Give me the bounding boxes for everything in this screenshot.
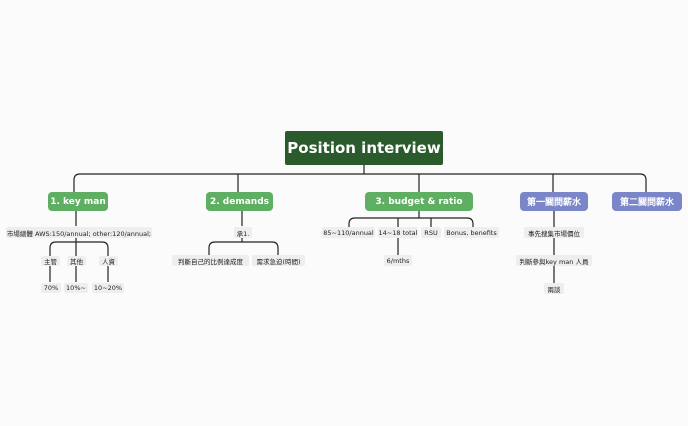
keyman-sub-value[interactable]: 10%~: [64, 283, 88, 293]
keyman-sub-label[interactable]: 其他: [67, 256, 86, 266]
demands-sub[interactable]: 需求急迫(時間): [252, 255, 305, 266]
topic-salary-second[interactable]: 第二關問薪水: [612, 192, 682, 211]
salary1-child[interactable]: 兩談: [544, 283, 564, 294]
budget-child[interactable]: 14~18 total: [378, 227, 418, 238]
keyman-market-overall[interactable]: 市場總體 AWS:150/annual; other:120/annual;: [6, 227, 152, 238]
budget-total-months[interactable]: 6/mths: [384, 255, 412, 266]
keyman-sub-value[interactable]: 10~20%: [92, 283, 124, 293]
topic-budget-ratio[interactable]: 3. budget & ratio: [365, 192, 473, 211]
salary1-child[interactable]: 判斷參與key man 人員: [516, 255, 592, 266]
budget-child[interactable]: RSU: [421, 227, 441, 238]
topic-key-man[interactable]: 1. key man: [48, 192, 108, 211]
root-node[interactable]: Position interview: [285, 131, 443, 165]
topic-demands[interactable]: 2. demands: [206, 192, 273, 211]
keyman-sub-value[interactable]: 70%: [41, 283, 61, 293]
demands-sub[interactable]: 判斷自己的比例達成度: [172, 255, 249, 266]
topic-salary-first[interactable]: 第一關問薪水: [520, 192, 588, 211]
budget-child[interactable]: Bonus, benefits: [444, 227, 499, 238]
demands-child[interactable]: 承1.: [234, 227, 252, 238]
budget-child[interactable]: 85~110/annual: [322, 227, 375, 238]
keyman-sub-label[interactable]: 人資: [99, 256, 118, 266]
salary1-child[interactable]: 事先搜集市場價位: [524, 227, 584, 238]
keyman-sub-label[interactable]: 主管: [41, 256, 60, 266]
